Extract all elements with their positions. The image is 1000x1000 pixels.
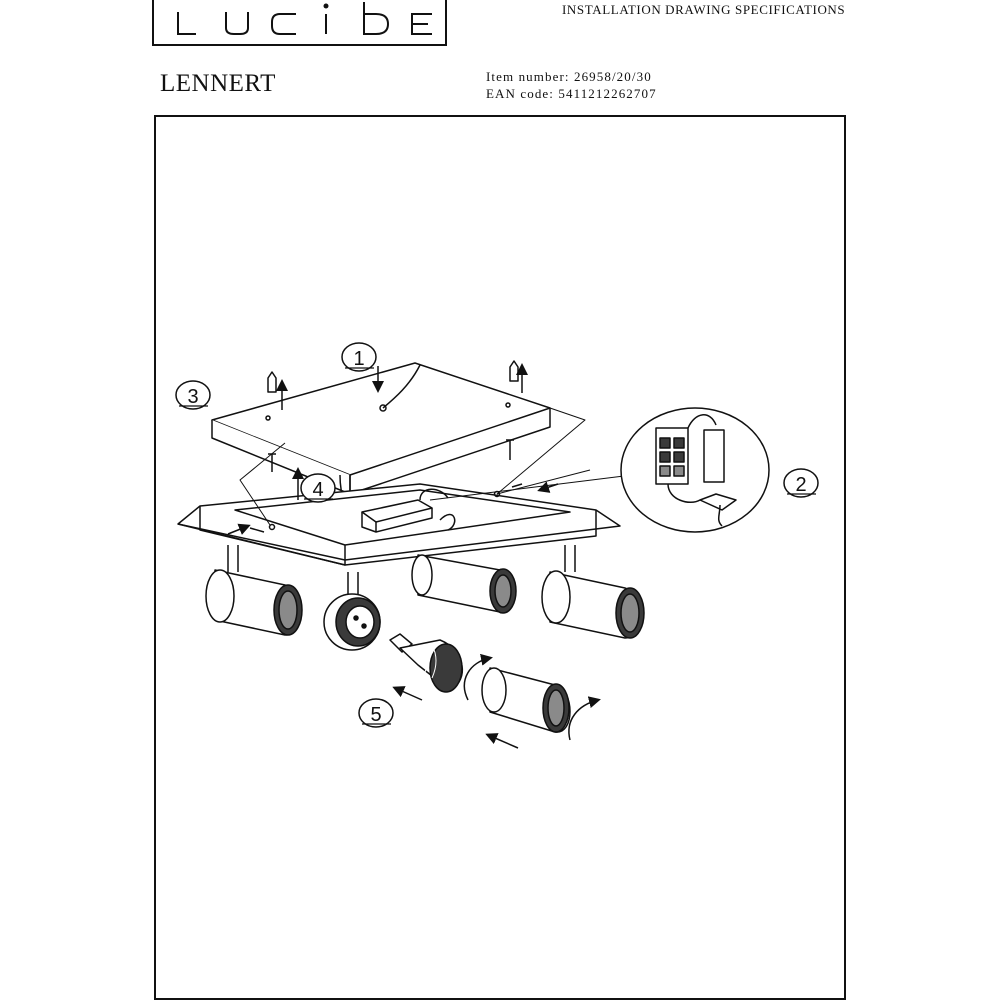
step-2-callout: 2 [783, 468, 819, 498]
step-3-label: 3 [187, 386, 198, 408]
ean-value: 5411212262707 [558, 86, 657, 101]
spotlight-4 [541, 545, 645, 639]
drawing-frame [154, 115, 846, 1000]
ean-label: EAN code: [486, 86, 555, 101]
product-name: LENNERT [160, 70, 276, 97]
document-type: INSTALLATION DRAWING SPECIFICATIONS [562, 2, 846, 17]
item-number-value: 26958/20/30 [573, 69, 652, 84]
base-tray [177, 483, 621, 566]
spotlight-2 [323, 572, 381, 651]
shade-cover [481, 667, 571, 733]
spotlight-3 [411, 554, 517, 614]
step-1-callout: 1 [341, 342, 377, 372]
item-number-row: Item number: 26958/20/30 [486, 68, 657, 85]
step-callouts: 1 2 3 4 5 [175, 342, 819, 728]
step-5-callout: 5 [358, 698, 394, 728]
gu10-bulb [389, 633, 464, 693]
step-5-label: 5 [370, 704, 381, 726]
step-1-label: 1 [353, 348, 364, 370]
item-number-label: Item number: [486, 69, 570, 84]
product-meta: Item number: 26958/20/30 EAN code: 54112… [486, 68, 657, 102]
wiring-detail [620, 407, 770, 533]
spotlight-1 [205, 545, 303, 636]
step-4-callout: 4 [300, 473, 336, 503]
brand-logo [152, 0, 447, 46]
brand-logo-mark [177, 2, 432, 35]
step-2-label: 2 [795, 474, 806, 496]
ean-row: EAN code: 5411212262707 [486, 85, 657, 102]
step-3-callout: 3 [175, 380, 211, 410]
step-4-label: 4 [312, 479, 323, 501]
